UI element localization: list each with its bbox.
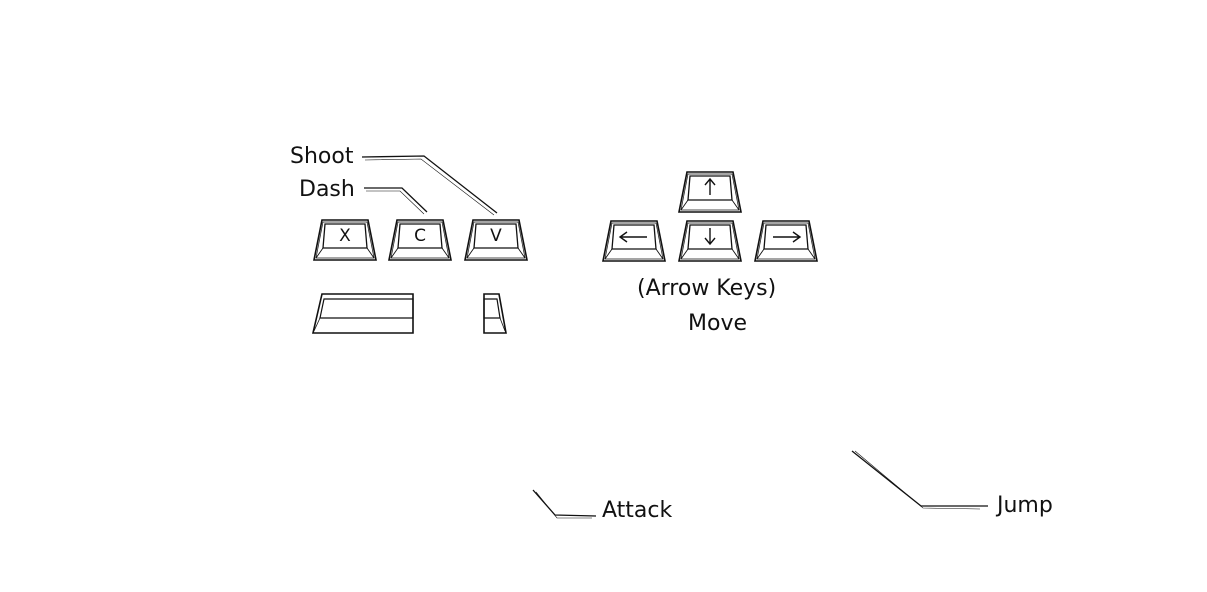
dash-label: Dash: [299, 177, 355, 202]
dash-leader-line: [364, 187, 428, 215]
attack-label: Attack: [602, 498, 673, 523]
arrow-up-icon: [704, 177, 716, 195]
jump-leader-line: [851, 450, 988, 510]
arrow-down-icon: [704, 228, 716, 246]
arrow-keys-label: (Arrow Keys): [637, 276, 777, 301]
key-arrow-left: [602, 220, 666, 262]
key-c-label: C: [414, 226, 426, 246]
key-c: C: [388, 219, 452, 261]
key-arrow-up: [678, 171, 742, 213]
key-arrow-right: [754, 220, 818, 262]
jump-label: Jump: [997, 493, 1053, 518]
shoot-label: Shoot: [290, 144, 354, 169]
key-x: X: [313, 219, 377, 261]
attack-leader-line: [532, 489, 597, 519]
key-arrow-down: [678, 220, 742, 262]
key-v: V: [464, 219, 528, 261]
arrow-left-icon: [618, 231, 647, 243]
space-bar-key: [311, 290, 507, 338]
key-x-label: X: [339, 226, 351, 246]
arrow-right-icon: [773, 231, 802, 243]
shoot-leader-line: [361, 155, 498, 216]
key-v-label: V: [490, 226, 502, 246]
move-label: Move: [688, 311, 747, 336]
